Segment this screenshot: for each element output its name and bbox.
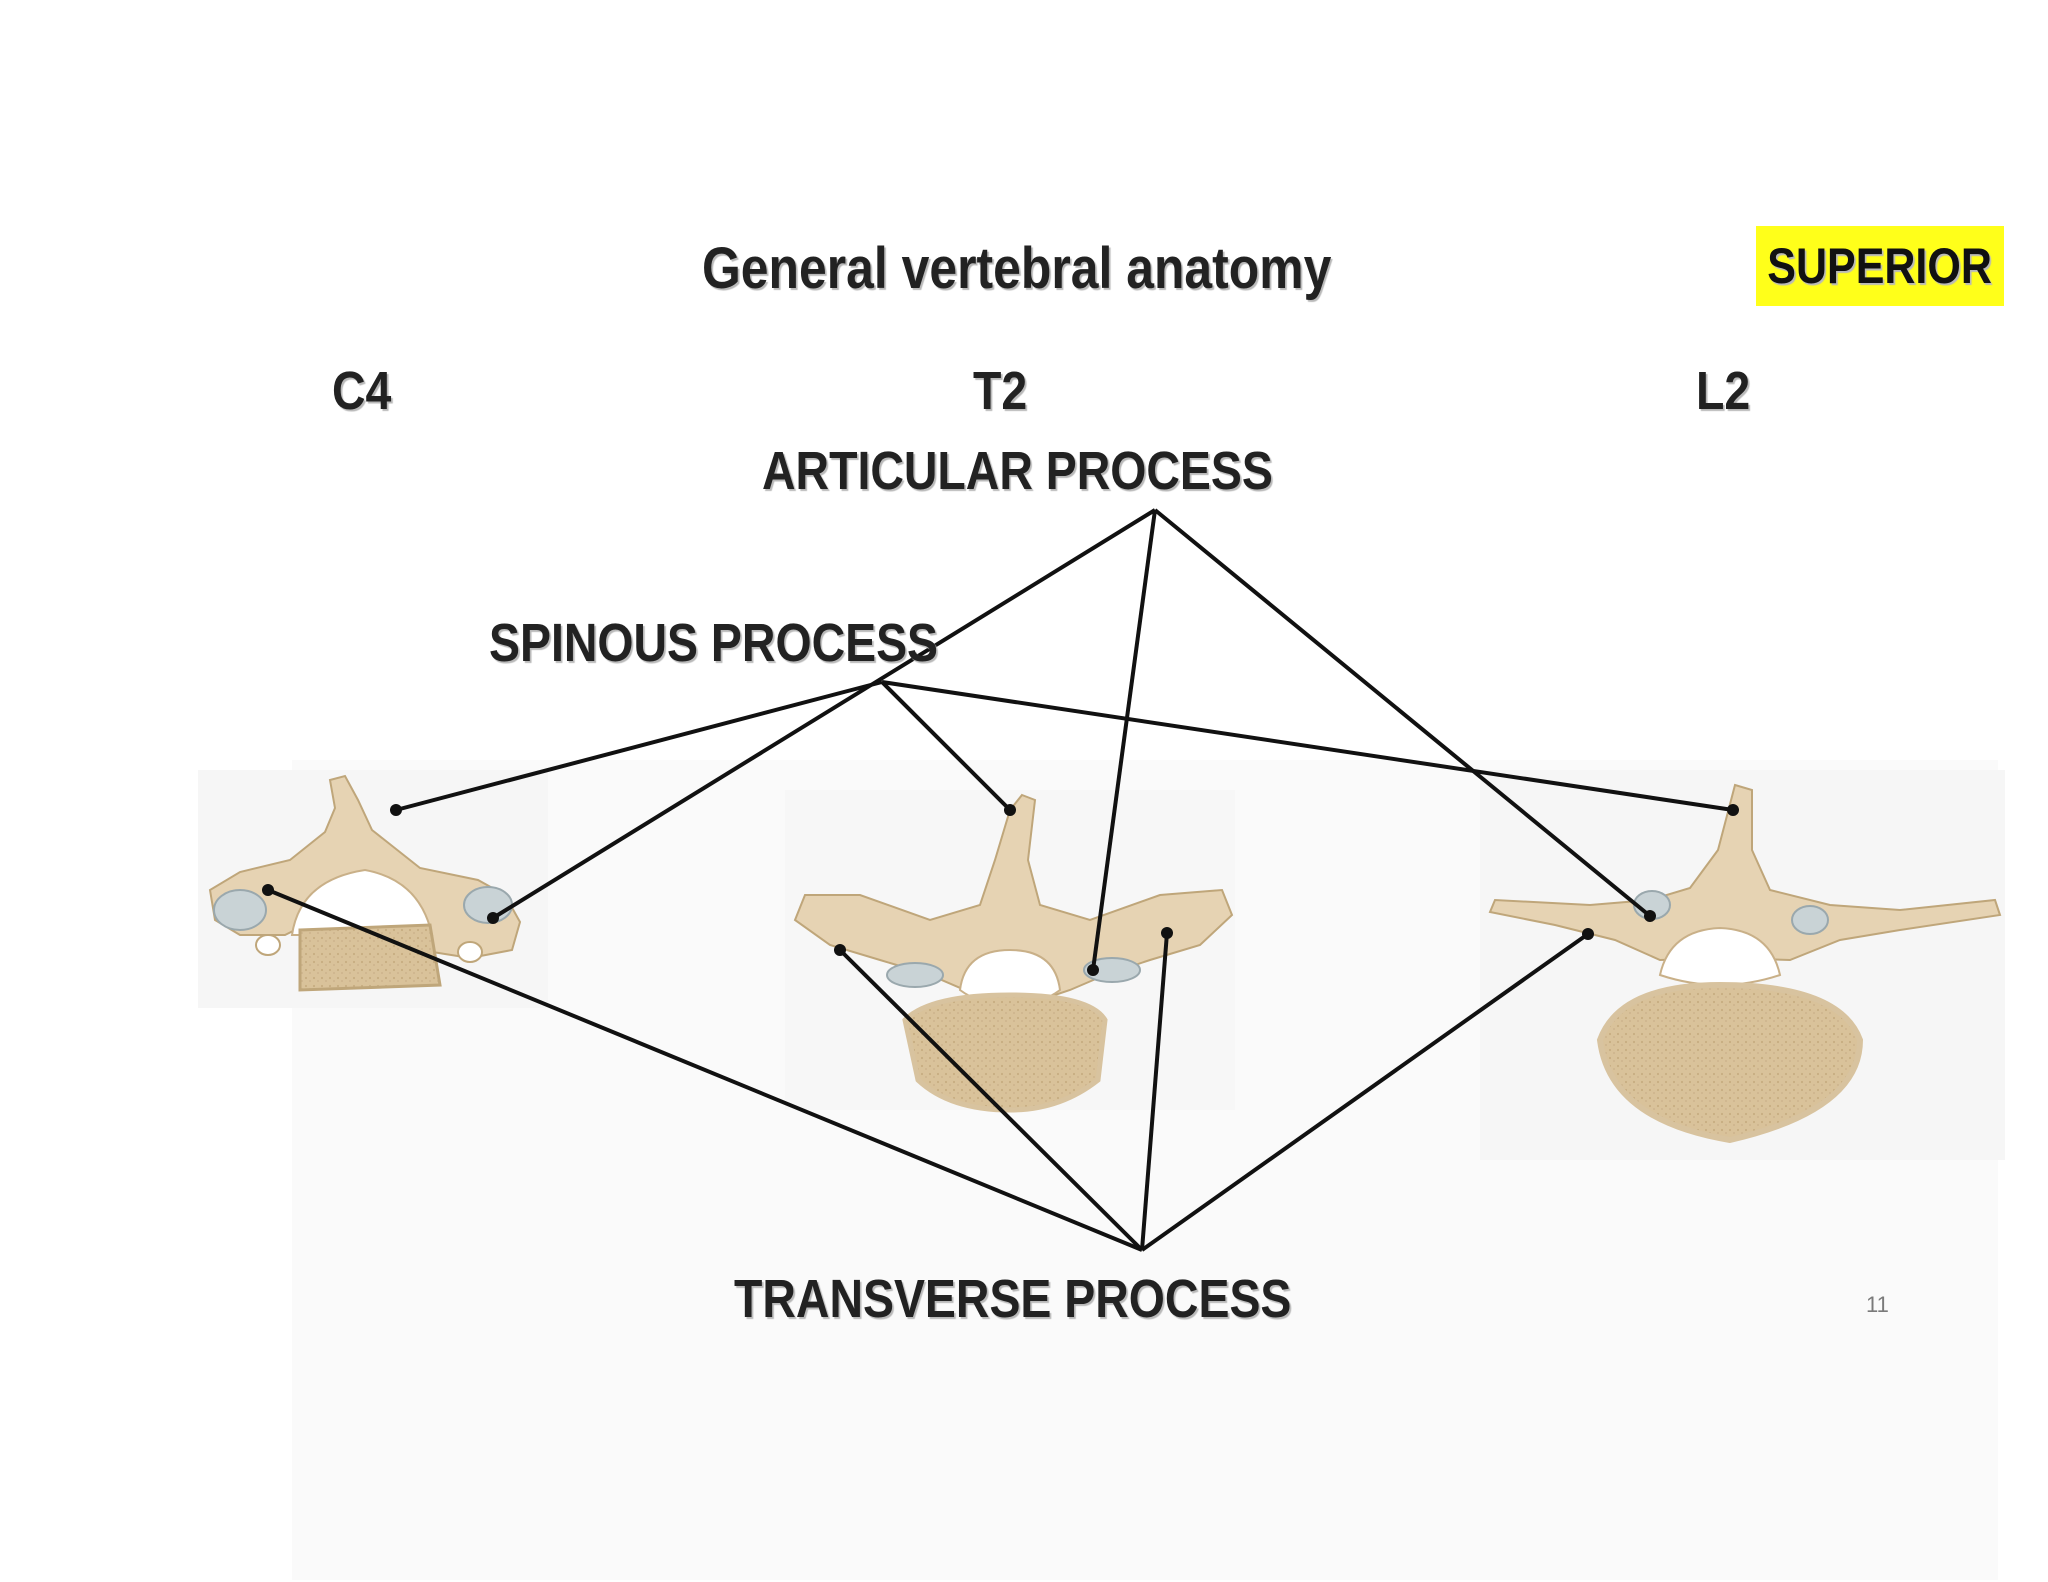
transverse-process-label: TRANSVERSE PROCESS — [734, 1269, 1292, 1329]
t2-vertebra-illustration — [785, 790, 1235, 1113]
articular-dot-c4 — [487, 912, 499, 924]
spinous-line-l2 — [881, 680, 1734, 812]
spinous-process-label: SPINOUS PROCESS — [489, 613, 939, 673]
transverse-line-c4 — [267, 888, 1143, 1252]
transverse-leader-lines — [267, 888, 1590, 1252]
articular-process-label: ARTICULAR PROCESS — [762, 441, 1273, 501]
articular-line-c4 — [491, 508, 1157, 920]
articular-line-l2 — [1153, 508, 1652, 918]
transverse-dot-t2-right — [1161, 927, 1173, 939]
vertebra-label-t2: T2 — [973, 361, 1028, 421]
articular-line-t2 — [1091, 509, 1157, 971]
vertebra-label-c4: C4 — [332, 361, 392, 421]
spinous-dot-t2 — [1004, 804, 1016, 816]
view-badge: SUPERIOR — [1756, 226, 2004, 306]
spinous-line-t2 — [880, 680, 1012, 812]
spinous-line-c4 — [395, 680, 883, 812]
spinous-dot-l2 — [1727, 804, 1739, 816]
transverse-line-l2 — [1140, 932, 1590, 1252]
transverse-line-t2-left — [838, 948, 1144, 1252]
spinous-leader-lines — [395, 680, 1734, 812]
transverse-line-t2-right — [1140, 932, 1169, 1251]
view-badge-label: SUPERIOR — [1767, 238, 1993, 294]
pointer-dots — [262, 804, 1739, 976]
l2-vertebra-illustration — [1480, 770, 2005, 1160]
spinous-dot-c4 — [390, 804, 402, 816]
transverse-dot-l2 — [1582, 928, 1594, 940]
c4-vertebra-illustration — [198, 770, 548, 1008]
vertebra-label-l2: L2 — [1696, 361, 1751, 421]
transverse-dot-t2-left — [834, 944, 846, 956]
transverse-dot-c4 — [262, 884, 274, 896]
articular-leader-lines — [491, 508, 1652, 971]
page-number: 11 — [1866, 1292, 1889, 1317]
articular-dot-t2 — [1087, 964, 1099, 976]
slide-title: General vertebral anatomy — [702, 236, 1332, 301]
articular-dot-l2 — [1644, 910, 1656, 922]
